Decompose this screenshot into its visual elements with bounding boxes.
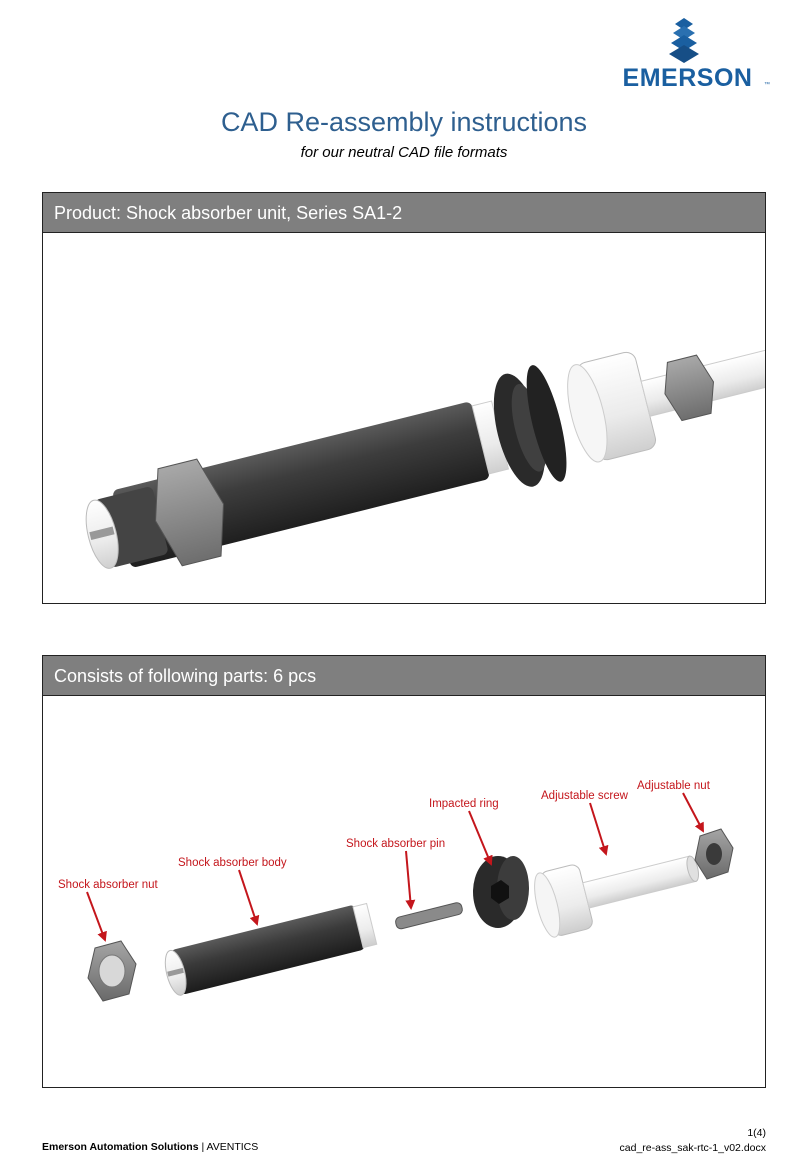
emerson-logo: EMERSON ™ bbox=[605, 18, 770, 92]
product-heading: Product: Shock absorber unit, Series SA1… bbox=[43, 193, 765, 233]
parts-panel: Consists of following parts: 6 pcs bbox=[42, 655, 766, 1088]
label-impacted-ring: Impacted ring bbox=[429, 798, 499, 810]
emerson-logo-icon bbox=[669, 18, 699, 63]
page-subtitle: for our neutral CAD file formats bbox=[300, 144, 508, 161]
adjustable-screw-image bbox=[534, 855, 700, 938]
label-adjustable-nut: Adjustable nut bbox=[637, 780, 711, 792]
arrow-impacted-ring bbox=[468, 810, 493, 866]
arrow-shock-absorber-nut bbox=[86, 891, 107, 942]
product-panel: Product: Shock absorber unit, Series SA1… bbox=[42, 192, 766, 604]
document-filename: cad_re-ass_sak-rtc-1_v02.docx bbox=[619, 1142, 766, 1154]
shock-absorber-pin-image bbox=[395, 902, 463, 930]
arrow-adjustable-screw bbox=[589, 802, 609, 856]
shock-absorber-body-image bbox=[164, 902, 378, 996]
footer-separator: | bbox=[198, 1141, 207, 1153]
arrow-adjustable-nut bbox=[682, 792, 704, 833]
logo-wordmark: EMERSON bbox=[622, 64, 753, 92]
label-shock-absorber-pin: Shock absorber pin bbox=[346, 838, 445, 850]
label-shock-absorber-body: Shock absorber body bbox=[178, 857, 287, 869]
footer-doc-info: 1(4) cad_re-ass_sak-rtc-1_v02.docx bbox=[620, 1126, 766, 1156]
impacted-ring-image bbox=[473, 856, 529, 928]
shock-absorber-nut-image bbox=[87, 940, 137, 1002]
label-adjustable-screw: Adjustable screw bbox=[541, 790, 629, 802]
page-title: CAD Re-assembly instructions bbox=[220, 107, 588, 137]
logo-trademark: ™ bbox=[764, 82, 770, 88]
exploded-parts-image: Shock absorber nut Shock absorber body S… bbox=[58, 780, 734, 1002]
adjustable-nut-image bbox=[694, 828, 734, 880]
label-shock-absorber-nut: Shock absorber nut bbox=[58, 879, 159, 891]
footer-company: Emerson Automation Solutions | AVENTICS bbox=[42, 1141, 258, 1153]
footer-company-bold: Emerson Automation Solutions bbox=[42, 1141, 199, 1153]
parts-heading: Consists of following parts: 6 pcs bbox=[43, 656, 765, 696]
assembled-product-image bbox=[85, 344, 765, 569]
footer-company-rest: AVENTICS bbox=[206, 1141, 259, 1153]
arrow-shock-absorber-body bbox=[238, 869, 260, 926]
page-number: 1(4) bbox=[747, 1127, 766, 1139]
arrow-shock-absorber-pin bbox=[405, 850, 416, 910]
